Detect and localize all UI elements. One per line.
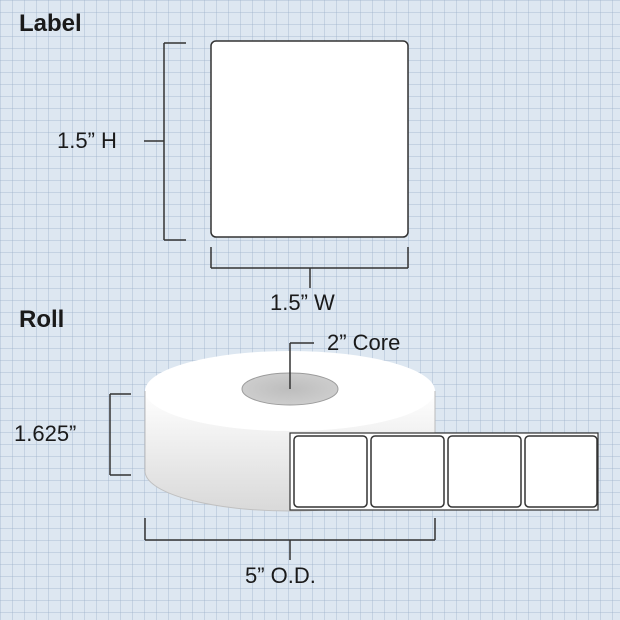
- roll-label-strip: [289, 432, 599, 511]
- label-width-text: 1.5” W: [270, 290, 335, 315]
- roll-width-text: 1.625”: [14, 421, 77, 446]
- roll-label: [524, 435, 598, 508]
- roll-label: [447, 435, 522, 508]
- roll-section-heading: Roll: [19, 306, 65, 333]
- roll-core-text: 2” Core: [327, 330, 401, 355]
- roll-label: [370, 435, 445, 508]
- roll-diameter-text: 5” O.D.: [245, 563, 316, 588]
- label-height-bracket: [144, 42, 186, 241]
- roll-label: [293, 435, 368, 508]
- label-section-heading: Label: [19, 10, 82, 37]
- roll-diameter-bracket: [144, 518, 436, 560]
- roll-width-bracket: [109, 393, 131, 476]
- label-shape: [210, 40, 409, 238]
- label-height-text: 1.5” H: [57, 128, 117, 153]
- label-width-bracket: [210, 247, 409, 288]
